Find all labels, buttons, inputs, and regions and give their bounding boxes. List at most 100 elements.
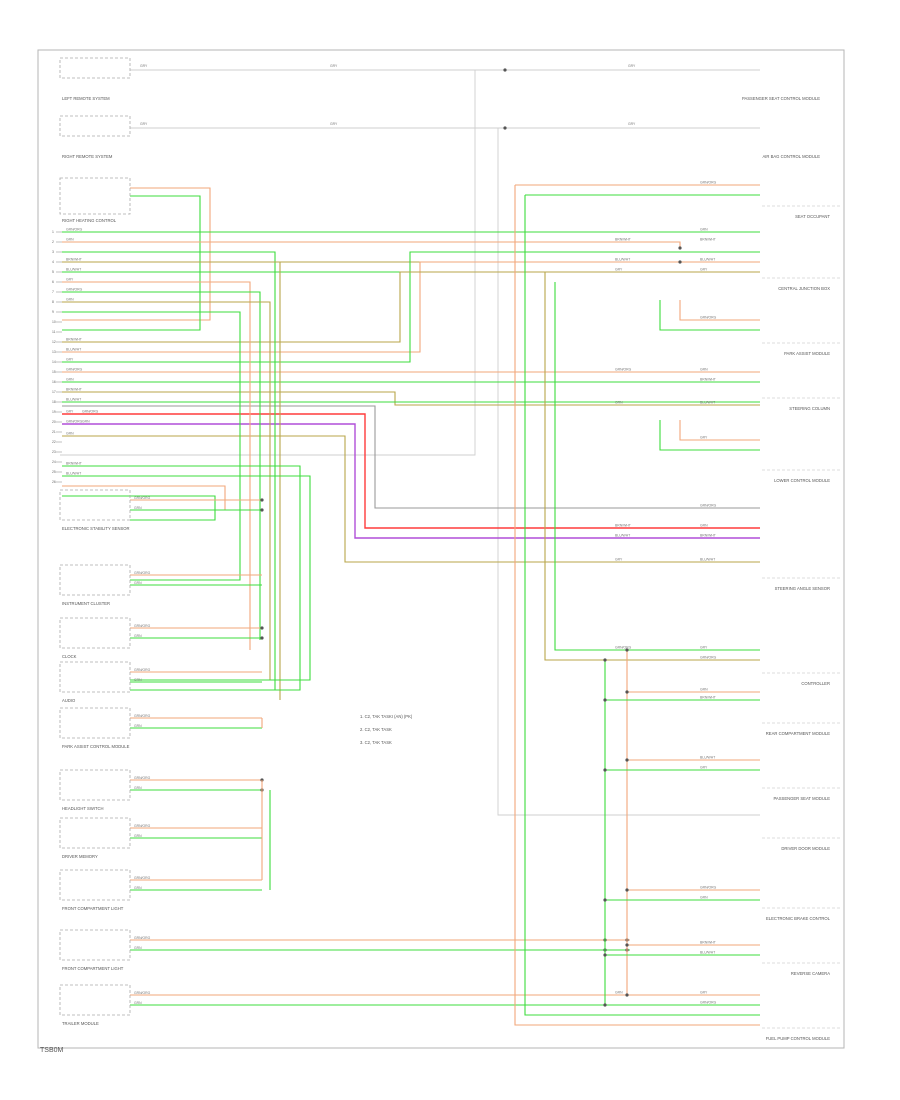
wire-code-label: GRY (66, 278, 74, 282)
pin-number: 1 (52, 230, 54, 234)
wire-code-label: GRN (700, 688, 708, 692)
wire-code-label: BRN/WHT (700, 696, 716, 700)
wire-code-label: GRN (615, 401, 623, 405)
wire-code-label: GRN (134, 946, 142, 950)
pin-number: 19 (52, 410, 56, 414)
left-component-box (59, 984, 131, 1016)
wire-code-label: GRN/ORG (134, 824, 151, 828)
wire-code-label: GRN (134, 678, 142, 682)
splice-dot (503, 68, 507, 72)
wire-code-label: BLU/WHT (700, 951, 715, 955)
wire-code-label: GRY (700, 268, 708, 272)
pin-number: 17 (52, 390, 56, 394)
splice-dot (625, 690, 629, 694)
wire-code-label: GRN/ORG (700, 181, 717, 185)
wire-code-label: BRN/WHT (66, 338, 82, 342)
wire-code-label: BLU/WHT (700, 756, 715, 760)
splice-dot (625, 993, 629, 997)
wire (62, 413, 760, 529)
right-component-label: SEAT OCCUPANT (795, 214, 830, 219)
wire-code-label: BLU/WHT (66, 348, 81, 352)
wire (62, 241, 681, 248)
wire-code-label: GRY (66, 358, 74, 362)
legend: 1. C2, TAK TASKI (AN) (PK) 2. C2, TAK TA… (360, 714, 413, 745)
pin-number: 6 (52, 280, 54, 284)
wire (514, 185, 760, 1026)
right-component-label: LOWER CONTROL MODULE (774, 478, 830, 483)
left-component-box (59, 661, 131, 693)
top-right-component-label: PASSENGER SEAT CONTROL MODULE (742, 96, 820, 101)
pin-number: 25 (52, 470, 56, 474)
wire-code-label: GRN (134, 581, 142, 585)
wire (62, 311, 241, 581)
wire (544, 272, 760, 661)
right-component-label: CENTRAL JUNCTION BOX (778, 286, 830, 291)
wire-code-label: GRN (700, 368, 708, 372)
left-component-label: PARK ASSIST CONTROL MODULE (62, 744, 130, 749)
top-left-component-label: LEFT REMOTE SYSTEM (62, 96, 110, 101)
wire-code-label: GRN (615, 991, 623, 995)
pin-number: 21 (52, 430, 56, 434)
wire-code-label: GRN (66, 378, 74, 382)
wire-code-label: GRN/ORG (134, 624, 151, 628)
wire-code-label: BRN/WHT (615, 524, 631, 528)
wire-code-label: GRN/ORG (134, 571, 151, 575)
wire (62, 187, 211, 321)
top-left-component-box (59, 115, 131, 137)
left-component-label: HEADLIGHT SWITCH (62, 806, 104, 811)
splice-dot (503, 126, 507, 130)
wire (659, 420, 760, 451)
top-left-component-label: RIGHT REMOTE SYSTEM (62, 154, 113, 159)
left-component-box (59, 617, 131, 649)
splice-dot (625, 888, 629, 892)
left-component-box (59, 489, 131, 521)
wire-code-label: GRN (700, 524, 708, 528)
wire-code-label: BLU/WHT (700, 258, 715, 262)
wire-code-label: GRN/ORG (134, 936, 151, 940)
left-component-label: CLOCK (62, 654, 77, 659)
pin-number: 8 (52, 300, 54, 304)
diagnostic-gray-wire (60, 70, 476, 456)
wire-code-label: GRN (134, 786, 142, 790)
wire-code-label: GRY (628, 122, 636, 126)
wire-code-label: GRN (66, 298, 74, 302)
pin-number: 20 (52, 420, 56, 424)
wire-code-label: GRN (66, 432, 74, 436)
left-component-label: FRONT COMPARTMENT LIGHT (62, 906, 124, 911)
pin-number: 12 (52, 340, 56, 344)
right-component-label: DRIVER DOOR MODULE (781, 846, 830, 851)
wire-code-label: GRN (134, 1001, 142, 1005)
splice-dot (625, 758, 629, 762)
wire-code-label: GRN/ORG (134, 496, 151, 500)
wire-code-label: GRN (82, 420, 90, 424)
splice-dot (603, 768, 607, 772)
top-right-component-label: AIR BAG CONTROL MODULE (762, 154, 820, 159)
diagnostic-gray-wire (497, 128, 760, 816)
wire-code-label: GRN/ORG (134, 776, 151, 780)
pin-number: 5 (52, 270, 54, 274)
splice-dot (603, 698, 607, 702)
wire (62, 251, 276, 690)
wire-code-label: BLU/WHT (700, 401, 715, 405)
wire-code-label: GRN/ORG (134, 714, 151, 718)
wire-code-label: GRN (134, 886, 142, 890)
wire-code-label: BRN/WHT (700, 238, 716, 242)
right-component-label: STEERING COLUMN (789, 406, 830, 411)
wire-code-label: BRN/WHT (700, 941, 716, 945)
splice-dot (603, 898, 607, 902)
wire (659, 300, 760, 331)
left-component-label: FRONT COMPARTMENT LIGHT (62, 966, 124, 971)
wire-code-label: BLU/WHT (66, 398, 81, 402)
wire (62, 281, 251, 650)
pin-number: 13 (52, 350, 56, 354)
wire-code-label: GRN/ORG (134, 991, 151, 995)
splice-dot (678, 260, 682, 264)
left-component-box (59, 869, 131, 901)
right-component-label: PASSENGER SEAT MODULE (773, 796, 830, 801)
splice-dot (260, 626, 264, 630)
wire (62, 261, 281, 700)
left-component-box (59, 707, 131, 739)
splice-dot (625, 943, 629, 947)
heating-control-box (59, 177, 131, 215)
